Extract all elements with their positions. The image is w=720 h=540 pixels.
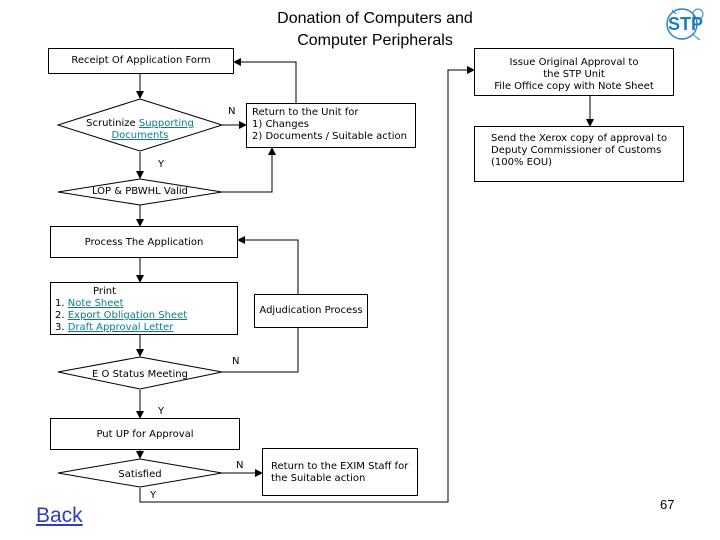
receipt-box: Receipt Of Application Form xyxy=(48,48,234,74)
draft-approval-link[interactable]: Draft Approval Letter xyxy=(67,322,174,333)
export-obligation-link[interactable]: Export Obligation Sheet xyxy=(67,310,188,321)
satisfied-yes-label: Y xyxy=(150,490,157,501)
back-link[interactable]: Back xyxy=(36,504,83,527)
put-up-box: Put UP for Approval xyxy=(50,418,240,450)
print-box: Print 1. Note Sheet 2. Export Obligation… xyxy=(50,282,238,335)
issue-line-1: Issue Original Approval to xyxy=(509,57,639,68)
issue-line-3: File Office copy with Note Sheet xyxy=(494,81,654,92)
print-item-3-number: 3. xyxy=(55,322,68,333)
scrutinize-text: Scrutinize Supporting Documents xyxy=(80,118,200,142)
issue-line-2: the STP Unit xyxy=(543,69,605,80)
process-label: Process The Application xyxy=(84,237,204,248)
print-item-3: 3. Draft Approval Letter xyxy=(55,322,237,334)
note-sheet-link[interactable]: Note Sheet xyxy=(67,298,124,309)
stp-logo: STP xyxy=(664,4,708,44)
put-up-label: Put UP for Approval xyxy=(96,429,194,440)
send-line-1: Send the Xerox copy of approval to xyxy=(491,133,668,144)
return-exim-line-2: the Suitable action xyxy=(271,473,366,484)
eo-status-diamond xyxy=(57,356,223,390)
lop-diamond xyxy=(57,178,223,206)
eo-no-label: N xyxy=(232,356,240,367)
send-line-2: Deputy Commissioner of Customs xyxy=(491,145,662,156)
send-line-3: (100% EOU) xyxy=(491,157,553,168)
return-unit-line-3: 2) Documents / Suitable action xyxy=(252,131,407,142)
receipt-label: Receipt Of Application Form xyxy=(71,55,211,66)
documents-link[interactable]: Documents xyxy=(111,130,169,141)
title-line-2: Computer Peripherals xyxy=(297,32,453,49)
scrutinize-no-label: N xyxy=(228,106,236,117)
return-unit-line-2: 1) Changes xyxy=(252,119,309,130)
satisfied-diamond xyxy=(57,458,223,488)
stp-logo-graphic xyxy=(666,8,704,41)
supporting-link[interactable]: Supporting xyxy=(138,118,194,129)
scrutinize-diamond xyxy=(56,98,224,152)
page-number: 67 xyxy=(660,497,675,512)
print-item-2: 2. Export Obligation Sheet xyxy=(55,310,237,322)
eo-yes-label: Y xyxy=(158,406,165,417)
print-title: Print xyxy=(93,286,117,297)
issue-approval-box: Issue Original Approval to the STP Unit … xyxy=(474,48,674,96)
eo-status-text: E O Status Meeting xyxy=(92,369,188,380)
slide-title: Donation of Computers and Computer Perip… xyxy=(250,8,500,52)
return-exim-box: Return to the EXIM Staff for the Suitabl… xyxy=(262,448,418,496)
print-item-1-number: 1. xyxy=(55,298,68,309)
return-exim-line-1: Return to the EXIM Staff for xyxy=(271,461,409,472)
satisfied-text: Satisfied xyxy=(118,469,162,480)
process-box: Process The Application xyxy=(50,226,238,258)
print-item-2-number: 2. xyxy=(55,310,68,321)
return-unit-box: Return to the Unit for 1) Changes 2) Doc… xyxy=(246,103,416,148)
send-copy-box: Send the Xerox copy of approval to Deput… xyxy=(474,126,684,182)
scrutinize-yes-label: Y xyxy=(158,159,165,170)
return-unit-line-1: Return to the Unit for xyxy=(252,107,359,118)
title-line-1: Donation of Computers and xyxy=(277,10,473,27)
logo-text: STP xyxy=(668,14,704,34)
satisfied-no-label: N xyxy=(236,460,244,471)
adjudication-label: Adjudication Process xyxy=(259,305,363,316)
adjudication-box: Adjudication Process xyxy=(254,294,368,328)
print-item-1: 1. Note Sheet xyxy=(55,298,237,310)
scrutinize-prefix: Scrutinize xyxy=(86,118,139,129)
lop-text: LOP & PBWHL Valid xyxy=(91,186,189,197)
